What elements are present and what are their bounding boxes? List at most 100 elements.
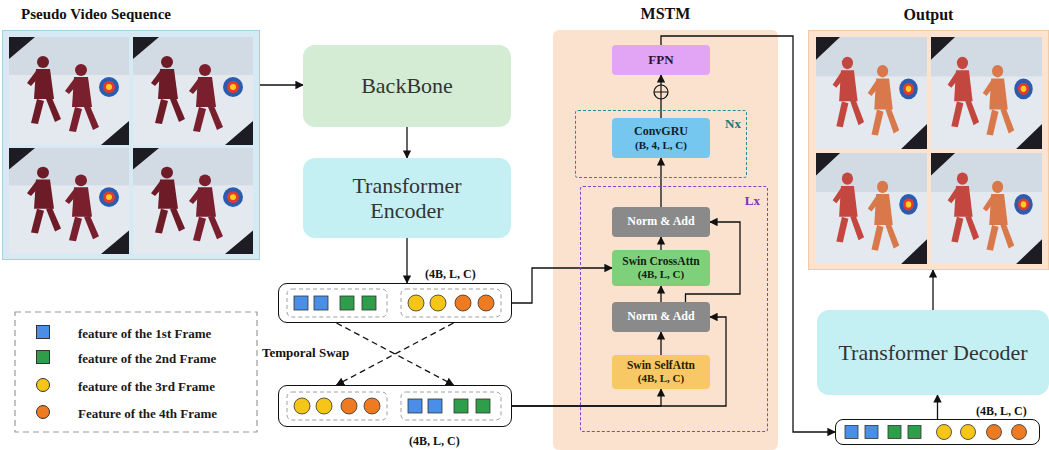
heading-holder: Lx [745, 191, 760, 209]
feature-tokens [314, 296, 328, 310]
feature-tokens [454, 399, 468, 413]
feature-tokens [362, 296, 376, 310]
flow-arrow [937, 395, 938, 419]
flow-arrow [660, 237, 661, 250]
process-box: Norm & Add [612, 302, 710, 332]
output-image-panel [931, 153, 1042, 264]
legend-swatch [36, 325, 50, 339]
flow-arrow [932, 270, 933, 310]
box-title: Norm & Add [627, 215, 694, 229]
feature-tokens [1012, 425, 1027, 440]
module-panel: MSTMFPNNxConvGRU(B, 4, L, C)LxNorm & Add… [553, 30, 778, 450]
feature-tokens [428, 399, 442, 413]
box-title: Transformer Decoder [838, 340, 1027, 365]
token-row: (4B, L, C) [278, 283, 512, 323]
box-title: Norm & Add [627, 310, 694, 324]
swap-arrow [337, 323, 454, 385]
legend-swatch [36, 405, 50, 419]
image-panel: Pseudo Video Sequence [2, 30, 260, 260]
box-title: Transformer Encoder [332, 173, 482, 224]
flow-arrow [512, 268, 612, 303]
box-title: BackBone [361, 73, 453, 98]
output-image-panel [816, 37, 927, 149]
feature-tokens [408, 399, 422, 413]
heading-holder: (4B, L, C) [409, 431, 460, 449]
module-panel-fill [553, 30, 778, 450]
flow-arrow [660, 158, 661, 207]
sum-symbol [654, 85, 668, 99]
feature-tokens [937, 425, 952, 440]
shape-label: (4B, L, C) [976, 404, 1027, 418]
heading-holder: Output [809, 5, 1048, 24]
legend-frame [15, 312, 257, 432]
legend-entry: feature of the 1st Frame [78, 324, 211, 342]
feature-tokens [455, 295, 471, 311]
process-box: FPN [612, 45, 710, 75]
feature-tokens [287, 392, 387, 420]
repeat-group: LxNorm & AddSwin CrossAttn(4B, L, C)Norm… [580, 186, 768, 432]
heading-holder: (4B, L, C) [425, 264, 476, 282]
feature-tokens [865, 426, 878, 439]
flow-arrow [260, 84, 303, 85]
sum-symbol [654, 85, 668, 99]
feature-tokens [316, 398, 332, 414]
output-image-panel [816, 153, 927, 264]
box-title: Swin SelfAttn [627, 359, 695, 372]
feature-tokens [401, 392, 501, 420]
box-title: FPN [648, 53, 673, 68]
box-title: Swin CrossAttn [622, 255, 699, 268]
legend-text: feature of the 1st Frame [78, 326, 211, 341]
input-image-panel [133, 148, 253, 254]
feature-tokens [888, 426, 901, 439]
legend-swatch [36, 378, 50, 392]
heading-holder: (4B, L, C) [976, 401, 1027, 419]
feature-tokens [987, 425, 1002, 440]
repeat-label: Lx [745, 193, 760, 208]
feature-tokens [908, 426, 921, 439]
feature-tokens [476, 399, 490, 413]
feature-tokens [341, 398, 357, 414]
feature-tokens [294, 398, 310, 414]
shape-label: (4B, L, C) [425, 267, 476, 281]
legend-text: feature of the 2nd Frame [78, 351, 216, 366]
feature-tokens [364, 398, 380, 414]
legend-text: feature of the 3rd Frame [78, 379, 215, 394]
sum-symbol [654, 85, 668, 99]
input-image-panel [133, 37, 253, 145]
shape-dimension: (B, 4, L, C) [635, 139, 687, 152]
process-box: BackBone [303, 45, 511, 127]
legend-frame [15, 312, 257, 432]
process-box: Norm & Add [612, 207, 710, 237]
feature-tokens [294, 296, 308, 310]
feature-tokens [845, 426, 858, 439]
module-panel-fill [553, 30, 778, 450]
legend-text: Feature of the 4th Frame [78, 406, 217, 421]
token-row: (4B, L, C) [835, 419, 1040, 445]
box-title: ConvGRU [634, 125, 688, 139]
output-image-panel [931, 37, 1042, 149]
legend-entry: feature of the 2nd Frame [78, 349, 216, 367]
shape-label: (4B, L, C) [409, 434, 460, 448]
flow-arrow [406, 238, 407, 283]
feature-tokens [430, 295, 446, 311]
feature-tokens [287, 289, 387, 317]
heading-holder: MSTM [553, 4, 778, 23]
feature-tokens [408, 295, 424, 311]
flow-arrow [512, 389, 661, 406]
feature-tokens [401, 289, 501, 317]
feature-tokens [340, 296, 354, 310]
heading-holder: Nx [725, 114, 741, 132]
panel-heading: MSTM [641, 5, 691, 22]
legend-swatch [36, 350, 50, 364]
process-box: Transformer Decoder [817, 310, 1049, 395]
legend-entry: Feature of the 4th Frame [78, 404, 217, 422]
feature-tokens [961, 425, 976, 440]
input-image-panel [2, 30, 260, 260]
feature-tokens [478, 295, 494, 311]
annotation-holder: Temporal Swap [262, 343, 349, 361]
shape-dimension: (4B, L, C) [638, 372, 684, 385]
input-image-panel [2, 30, 260, 260]
annotation-label: Temporal Swap [262, 345, 349, 360]
legend-entry: feature of the 3rd Frame [78, 377, 215, 395]
repeat-label: Nx [725, 116, 741, 131]
